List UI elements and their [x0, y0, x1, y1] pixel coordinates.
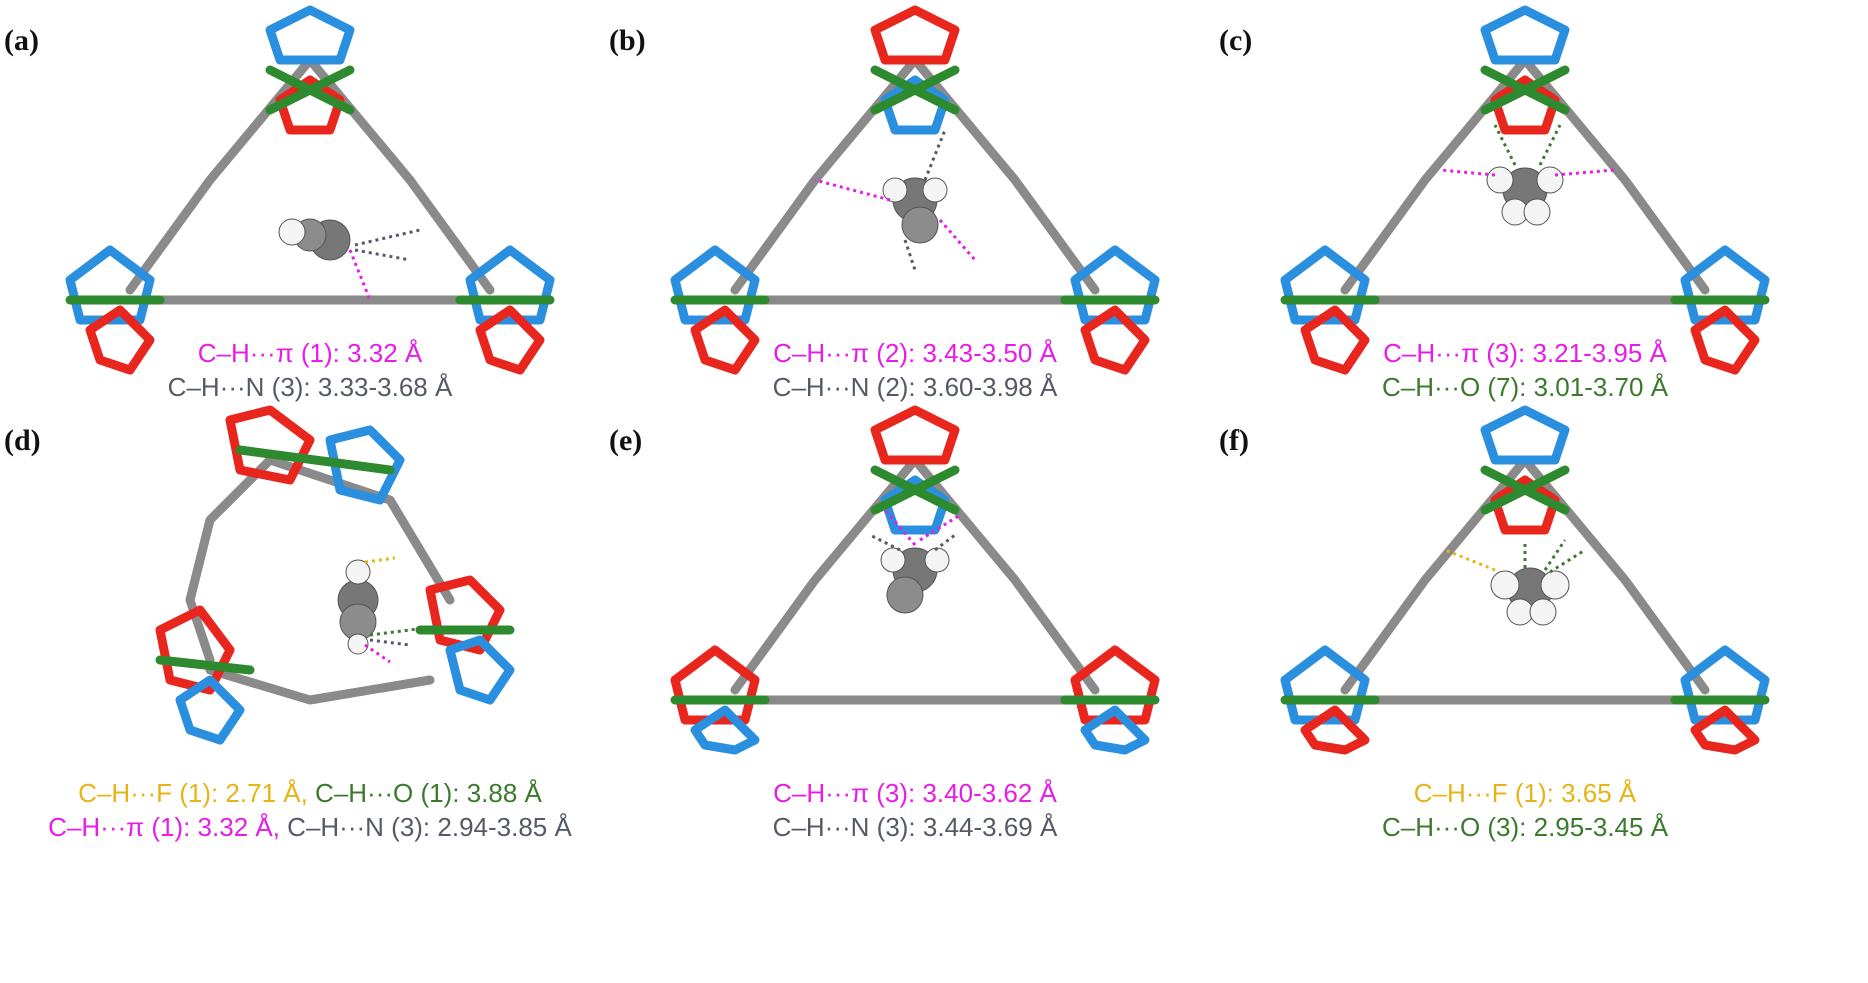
panel-d: (d) C–H···F (1):: [0, 400, 600, 880]
caption-line-2: C–H···N (2): 3.60-3.98 Å: [605, 372, 1225, 403]
guest-molecule: [1490, 567, 1570, 626]
cage-framework: [670, 405, 1160, 755]
caption-line-2: C–H···N (3): 3.33-3.68 Å: [0, 372, 620, 403]
cage-framework: [65, 5, 555, 375]
caption-text-ch-n: C–H···N (3): 2.94-3.85 Å: [287, 812, 572, 842]
caption-text: C–H···N (2): 3.60-3.98 Å: [772, 372, 1058, 402]
panel-label: (d): [4, 424, 41, 457]
panel-a: (a) C–H···π (1): 3.32 Å: [0, 0, 600, 480]
interaction-contacts: [1439, 124, 1616, 177]
panel-label: (e): [609, 424, 643, 457]
interaction-contacts: [348, 228, 421, 301]
cage-structure-c: [1280, 5, 1770, 375]
caption-text: C–H···π (3): 3.21-3.95 Å: [1383, 338, 1667, 368]
cage-framework: [670, 5, 1160, 375]
panel-label: (b): [609, 24, 646, 57]
caption-line-1: C–H···π (3): 3.40-3.62 Å: [605, 778, 1225, 809]
panel-label: (a): [4, 24, 39, 57]
caption-text-ch-f: C–H···F (1): 2.71 Å,: [78, 778, 316, 808]
guest-molecule: [337, 559, 379, 655]
cage-framework: [155, 405, 515, 745]
caption-line-1: C–H···π (2): 3.43-3.50 Å: [605, 338, 1225, 369]
cage-structure-a: [65, 5, 555, 375]
guest-molecule: [1486, 166, 1564, 226]
guest-molecule: [278, 218, 351, 261]
interaction-contacts: [869, 509, 961, 552]
caption-text-ch-pi: C–H···π (1): 3.32 Å,: [48, 812, 288, 842]
cage-structure-e: [670, 405, 1160, 755]
interaction-contacts: [364, 556, 426, 664]
panel-f: (f): [1215, 400, 1815, 880]
caption-line-1: C–H···π (1): 3.32 Å: [0, 338, 620, 369]
caption-line-2: C–H···π (1): 3.32 Å, C–H···N (3): 2.94-3…: [0, 812, 620, 843]
caption-line-2: C–H···N (3): 3.44-3.69 Å: [605, 812, 1225, 843]
caption-line-1: C–H···F (1): 2.71 Å, C–H···O (1): 3.88 Å: [0, 778, 620, 809]
caption-text: C–H···π (3): 3.40-3.62 Å: [773, 778, 1057, 808]
caption-text: C–H···O (3): 2.95-3.45 Å: [1381, 812, 1669, 842]
panel-label: (c): [1219, 24, 1253, 57]
cage-framework: [1280, 405, 1770, 755]
panel-c: (c): [1215, 0, 1815, 480]
caption-text: C–H···N (3): 3.33-3.68 Å: [167, 372, 453, 402]
panel-b: (b) C–H···: [605, 0, 1205, 480]
guest-molecule: [880, 547, 950, 614]
caption-text: C–H···π (2): 3.43-3.50 Å: [773, 338, 1057, 368]
interaction-contacts: [814, 129, 977, 271]
caption-line-1: C–H···F (1): 3.65 Å: [1215, 778, 1835, 809]
panel-e: (e) C–H···: [605, 400, 1205, 880]
cage-structure-b: [670, 5, 1160, 375]
cage-structure-d: [155, 405, 515, 745]
caption-line-1: C–H···π (3): 3.21-3.95 Å: [1215, 338, 1835, 369]
caption-line-2: C–H···O (7): 3.01-3.70 Å: [1215, 372, 1835, 403]
cage-framework: [1280, 5, 1770, 375]
caption-text-ch-o: C–H···O (1): 3.88 Å: [315, 778, 542, 808]
interaction-contacts: [1444, 539, 1586, 574]
panel-label: (f): [1219, 424, 1249, 457]
caption-line-2: C–H···O (3): 2.95-3.45 Å: [1215, 812, 1835, 843]
cage-structure-f: [1280, 405, 1770, 755]
caption-text: C–H···O (7): 3.01-3.70 Å: [1381, 372, 1669, 402]
caption-text: C–H···N (3): 3.44-3.69 Å: [772, 812, 1058, 842]
guest-molecule: [882, 177, 948, 244]
caption-text: C–H···π (1): 3.32 Å: [197, 338, 423, 368]
caption-text: C–H···F (1): 3.65 Å: [1413, 778, 1637, 808]
